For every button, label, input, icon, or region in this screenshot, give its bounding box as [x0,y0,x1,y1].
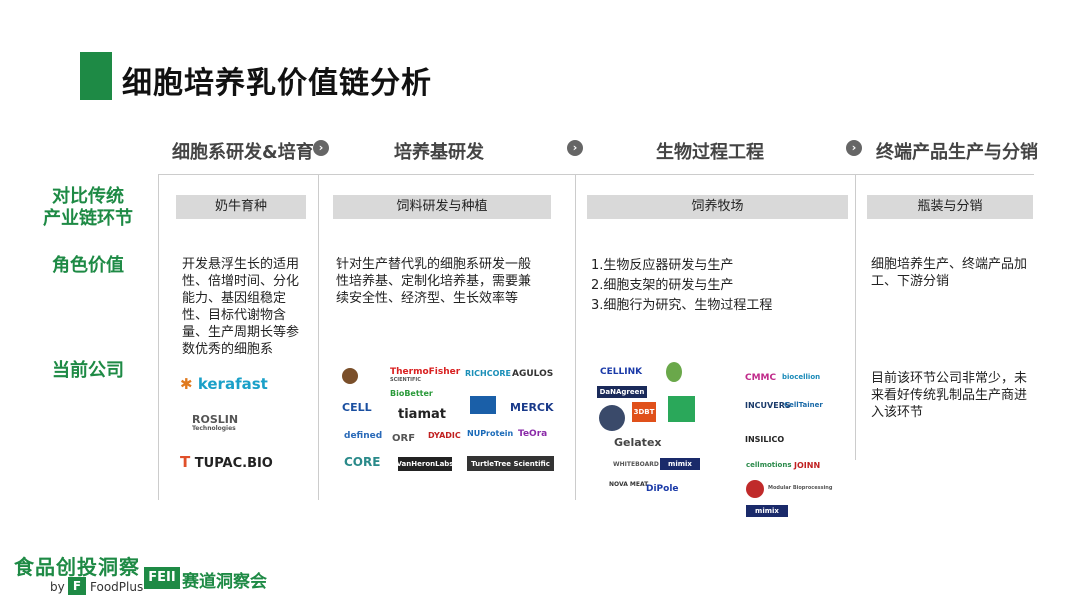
traditional-step-bottling: 瓶装与分销 [867,195,1033,219]
end-product-companies-note: 目前该环节公司非常少，未来看好传统乳制品生产商进入该环节 [871,371,1028,420]
logo-core: CORE [344,455,381,469]
logo-origin [470,396,496,414]
title-accent-bar [80,52,112,100]
column-divider [855,174,856,460]
chevron-right-icon: › [313,140,329,156]
logo-kerafast: ✱ kerafast [180,375,268,393]
logo-incuvers: INCUVERS [745,401,791,410]
foodplus-logo-icon: F [68,577,86,595]
logo-teora: TeOra [518,429,548,439]
logo-mimix: mimix [660,458,700,470]
role-end-product: 细胞培养生产、终端产品加工、下游分销 [871,257,1028,289]
logo-danagreen: DaNAgreen [597,386,647,398]
traditional-step-feed: 饲料研发与种植 [333,195,551,219]
stage-cell-line: 细胞系研发&培育 [172,142,314,163]
column-divider [318,174,319,500]
chevron-right-icon: › [846,140,862,156]
row-label-traditional: 对比传统 产业链环节 [43,186,133,229]
logo-insilico: INSILICO [745,435,785,444]
stage-end-product: 终端产品生产与分销 [876,142,1038,163]
logo-dipole: DiPole [646,484,679,494]
footer-brand: 食品创投洞察 [14,555,140,579]
logo-green-square [668,396,695,422]
logo-richcore: RICHCORE [465,369,511,378]
role-bioprocess: 1.生物反应器研发与生产 2.细胞支架的研发与生产 3.细胞行为研究、生物过程工… [591,258,773,313]
logo-orf: ORF [392,433,416,444]
logo-modular-circle [746,480,764,498]
logo-nuprotein: NUProtein [467,429,514,438]
logo-tupac: T TUPAC.BIO [180,453,273,471]
role-cell-line: 开发悬浮生长的适用性、倍增时间、分化能力、基因组稳定性、目标代谢物含量、生产周期… [182,257,300,357]
chevron-right-icon: › [567,140,583,156]
logo-gelatex: Gelatex [614,436,662,449]
header-divider [158,174,1034,175]
feii-text: 赛道洞察会 [182,572,267,592]
role-medium: 针对生产替代乳的细胞系研发一般性培养基、定制化培养基，需要兼续安全性、经济型、生… [336,257,532,306]
logo-biocellion: biocellion [782,373,821,381]
footer-by: by [50,580,65,594]
logo-dyadic: DYADIC [428,431,461,440]
logo-cellink: CELLINK [600,367,643,377]
logo-vanheronlabs: VanHeronLabs [398,457,452,471]
footer-foodplus: FoodPlus [90,580,144,594]
logo-cmmc: CMMC [745,373,777,383]
stage-medium: 培养基研发 [394,142,484,163]
logo-mimix-2: mimix [746,505,788,517]
logo-celltainer: CellTainer [784,401,823,409]
row-label-companies: 当前公司 [52,360,124,381]
column-divider [575,174,576,500]
traditional-step-breeding: 奶牛育种 [176,195,306,219]
logo-leaf [666,362,682,382]
page-title: 细胞培养乳价值链分析 [122,66,432,101]
logo-defined: defined [344,431,383,441]
column-divider [158,174,159,500]
logo-whiteboard: WHITEBOARD FOODS [613,461,685,468]
logo-bank-of-the-west [342,368,358,384]
row-label-role: 角色价值 [52,255,124,276]
logo-roslin: ROSLIN Technologies [192,413,239,433]
traditional-step-farm: 饲养牧场 [587,195,848,219]
logo-agulos: AGULOS [512,369,554,379]
logo-turtletree: TurtleTree Scientific [467,456,554,471]
logo-tiamat: tiamat [398,407,446,422]
logo-3dbt: 3DBT [632,402,656,422]
logo-nova-meat: NOVA MEAT [609,481,649,488]
logo-thermofisher: ThermoFisher SCIENTIFIC [390,367,461,383]
feii-logo: FEII [144,567,180,589]
logo-cellmotions: cellmotions [746,461,792,469]
logo-cell: CELL [342,401,372,414]
logo-modular-bioprocessing: Modular Bioprocessing [768,485,833,491]
logo-merck: MERCK [510,401,554,414]
logo-biobetter: BioBetter [390,389,433,398]
logo-joinn: JOINN [794,461,821,470]
stage-bioprocess: 生物过程工程 [656,142,764,163]
logo-circle-dark [599,405,625,431]
